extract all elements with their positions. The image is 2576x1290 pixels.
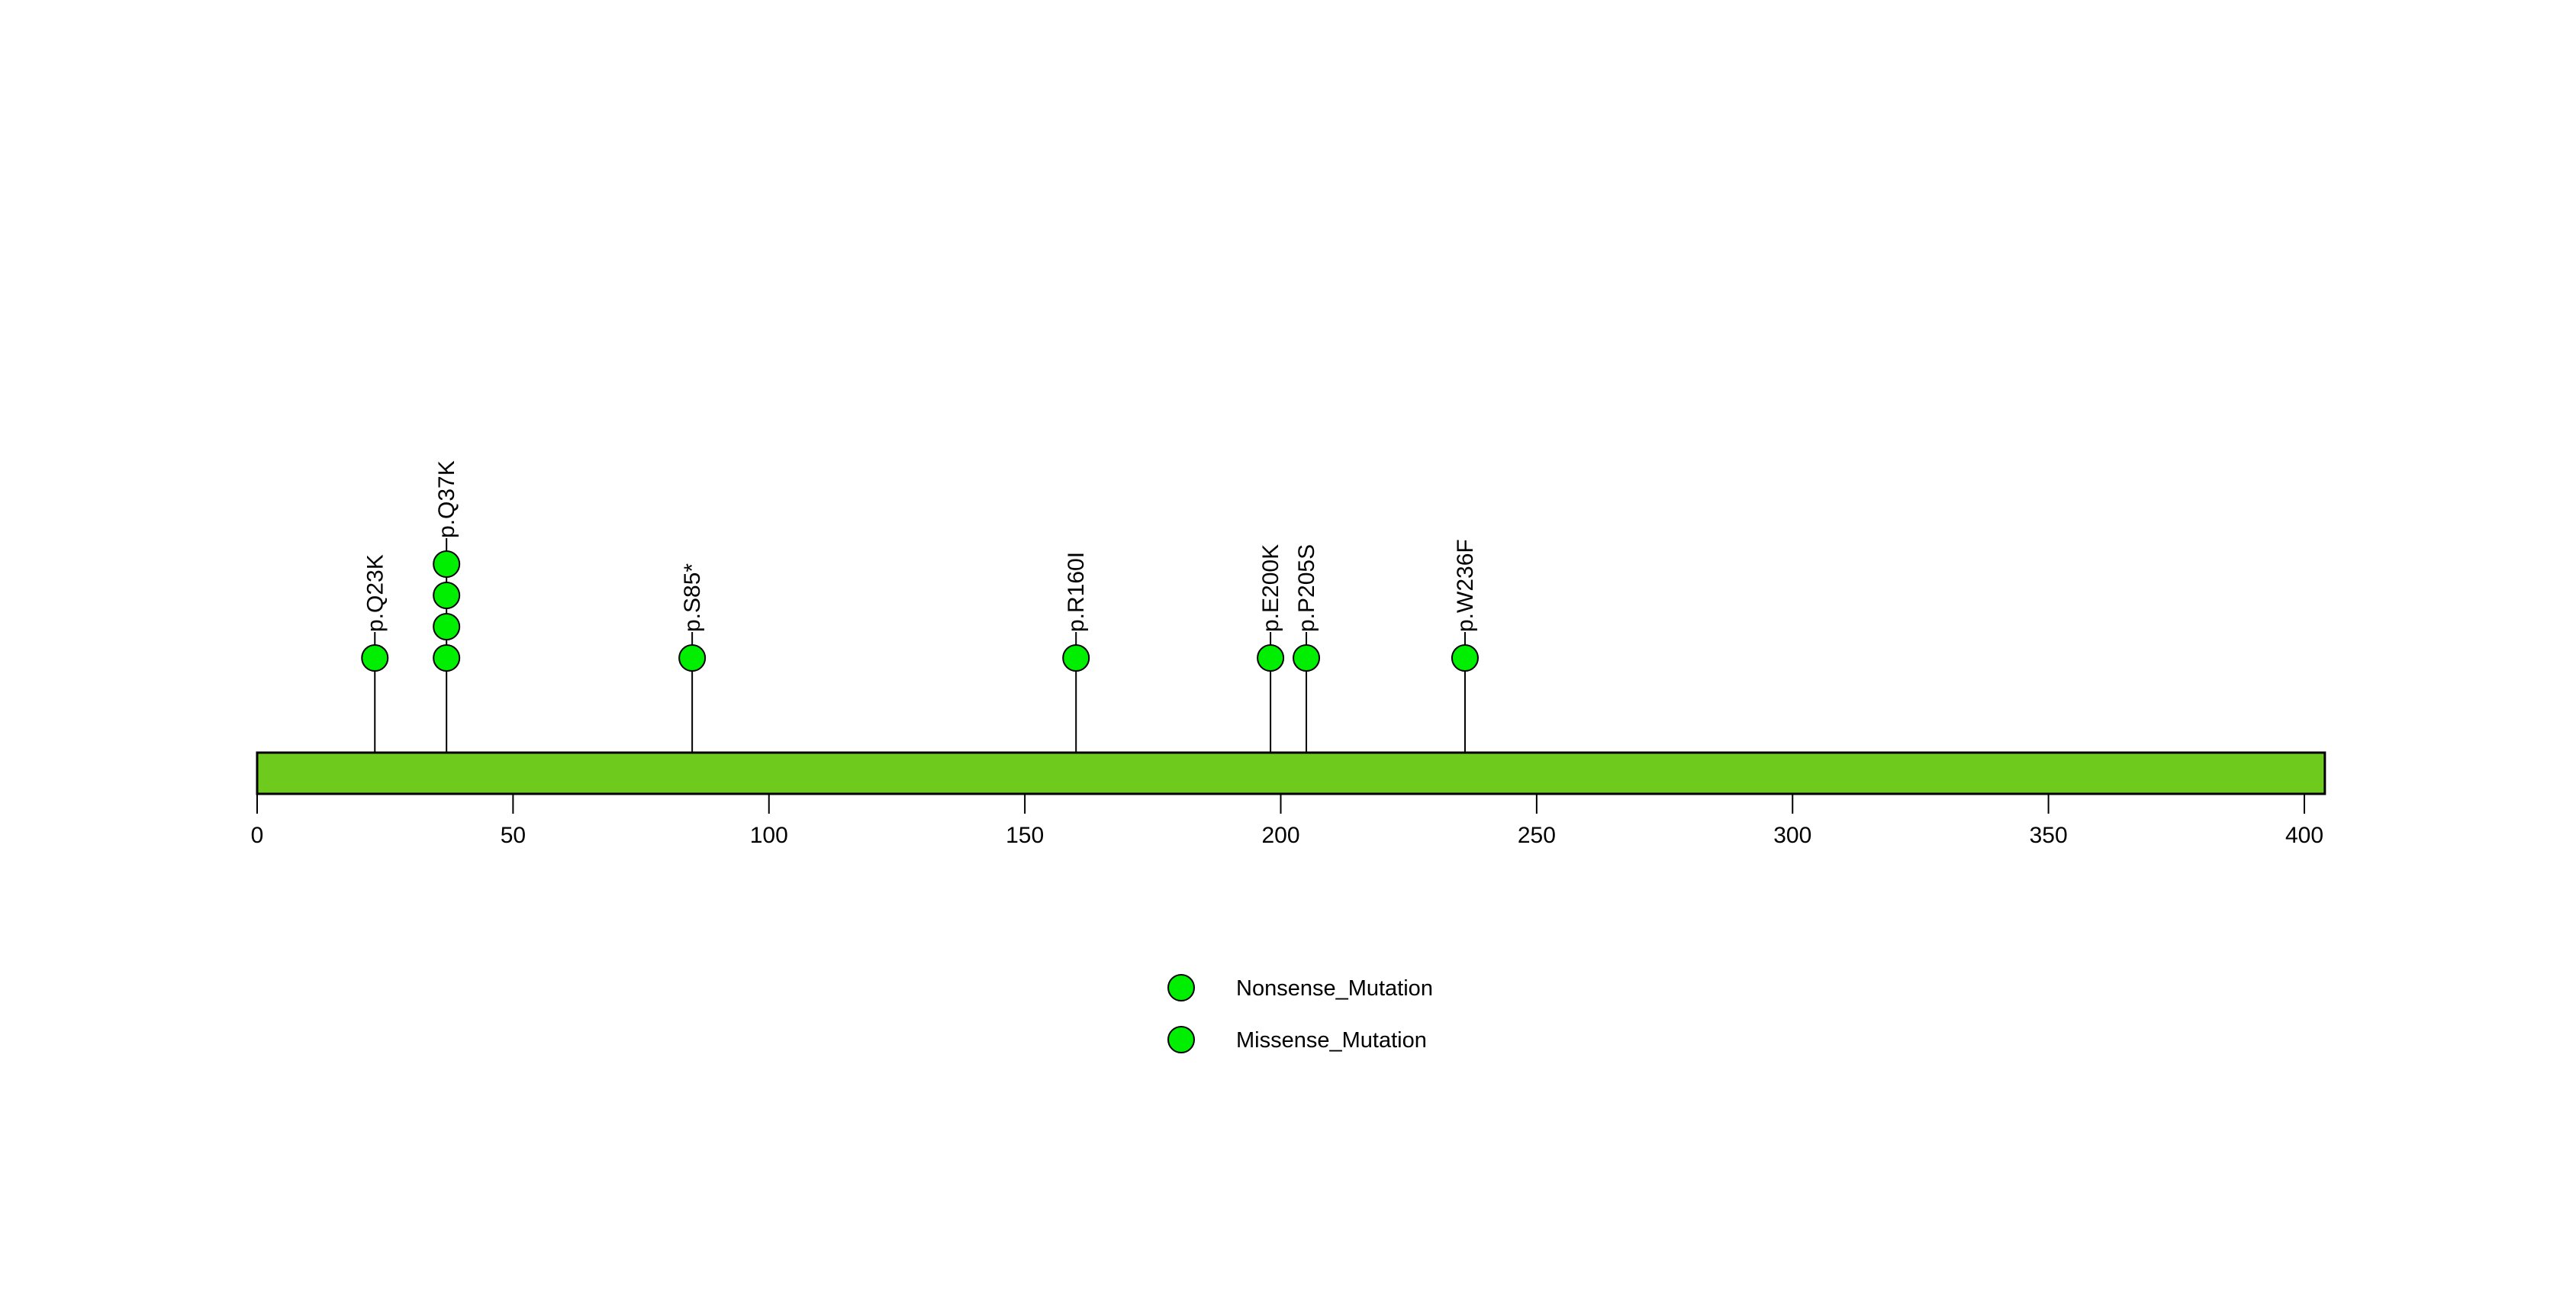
x-axis-group: 0 50 100 150 200 250 300 350 400: [251, 794, 2323, 848]
x-axis-tick-label: 250: [1518, 823, 1556, 848]
mutation-label: p.W236F: [1453, 539, 1478, 632]
protein-backbone-group: [256, 751, 2326, 795]
mutation-markers-group: [361, 550, 1479, 672]
legend-label: Missense_Mutation: [1236, 1028, 1427, 1053]
mutation-marker[interactable]: [361, 644, 389, 672]
legend-label: Nonsense_Mutation: [1236, 976, 1433, 1001]
mutation-marker[interactable]: [1451, 644, 1479, 672]
mutation-marker[interactable]: [678, 644, 707, 672]
x-axis-tick-label: 50: [501, 823, 526, 848]
x-axis-tick-label: 150: [1006, 823, 1044, 848]
x-axis-tick-label: 400: [2285, 823, 2323, 848]
legend-swatch[interactable]: [1167, 974, 1195, 1001]
mutation-marker[interactable]: [1257, 644, 1285, 672]
mutation-marker[interactable]: [1062, 644, 1090, 672]
x-axis-tick-label: 200: [1261, 823, 1299, 848]
mutation-label: p.Q37K: [434, 460, 459, 538]
x-axis-tick-label: 0: [251, 823, 264, 848]
x-axis-tick-label: 300: [1773, 823, 1811, 848]
mutation-label: p.P205S: [1294, 544, 1319, 632]
x-axis-tick-label: 100: [750, 823, 788, 848]
mutation-label: p.S85*: [680, 563, 705, 632]
mutation-marker[interactable]: [433, 613, 461, 640]
legend-swatch[interactable]: [1167, 1026, 1195, 1053]
x-axis-tick-label: 350: [2030, 823, 2068, 848]
mutation-labels-group: p.Q23K p.Q37K p.S85* p.R160I p.E200K p.P205S p…: [362, 460, 1478, 632]
mutation-marker[interactable]: [433, 644, 461, 672]
mutation-marker[interactable]: [1293, 644, 1321, 672]
protein-backbone-bar[interactable]: [256, 751, 2326, 795]
mutation-marker[interactable]: [433, 550, 461, 578]
mutation-label: p.E200K: [1258, 544, 1283, 632]
mutation-marker[interactable]: [433, 582, 461, 609]
mutation-label: p.Q23K: [362, 554, 388, 632]
mutation-label: p.R160I: [1064, 552, 1089, 632]
